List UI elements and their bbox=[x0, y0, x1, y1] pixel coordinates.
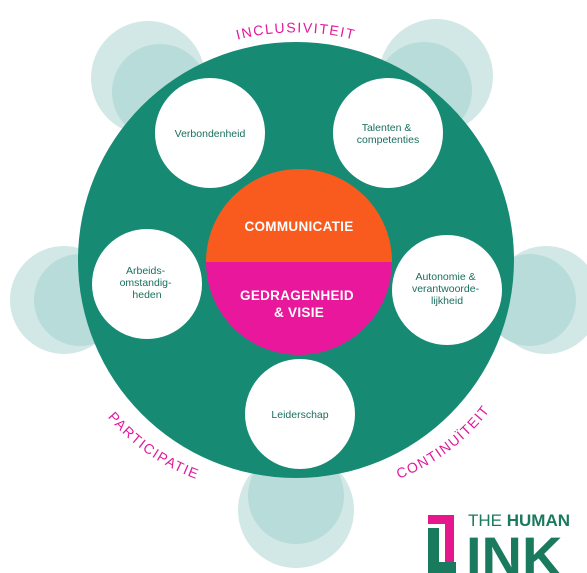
center-bottom-half bbox=[206, 262, 392, 355]
label-inclusiviteit: INCLUSIVITEIT bbox=[234, 19, 357, 42]
logo-wordmark: INK bbox=[466, 525, 562, 573]
node-autonomie-verantwoordelijkheid: Autonomie & verantwoorde- lijkheid bbox=[392, 235, 502, 345]
svg-text:Talenten & competenties: Talenten & competenties bbox=[357, 122, 419, 146]
center-top-half bbox=[206, 169, 392, 262]
logo-mark bbox=[428, 515, 456, 573]
logo-text: THE HUMAN bbox=[468, 511, 570, 530]
node-arbeidsomstandigheden: Arbeids- omstandig- heden bbox=[92, 229, 202, 339]
node-talenten-competenties: Talenten & competenties bbox=[333, 78, 443, 188]
node-verbondenheid: Verbondenheid bbox=[155, 78, 265, 188]
center-top-label: COMMUNICATIE bbox=[244, 219, 353, 234]
svg-text:Verbondenheid: Verbondenheid bbox=[175, 128, 246, 140]
node-leiderschap: Leiderschap bbox=[245, 359, 355, 469]
svg-text:Arbeids- omstandig-: Arbeids- omstandig- heden bbox=[120, 265, 175, 301]
logo: THE HUMAN INK bbox=[428, 511, 570, 573]
svg-text:Leiderschap: Leiderschap bbox=[271, 409, 328, 421]
svg-text:Autonomie & verantwoorde: Autonomie & verantwoorde- lijkheid bbox=[412, 271, 482, 307]
center-circle: COMMUNICATIE GEDRAGENHEID & VISIE bbox=[206, 169, 392, 355]
center-bottom-label: GEDRAGENHEID & VISIE bbox=[240, 288, 358, 320]
